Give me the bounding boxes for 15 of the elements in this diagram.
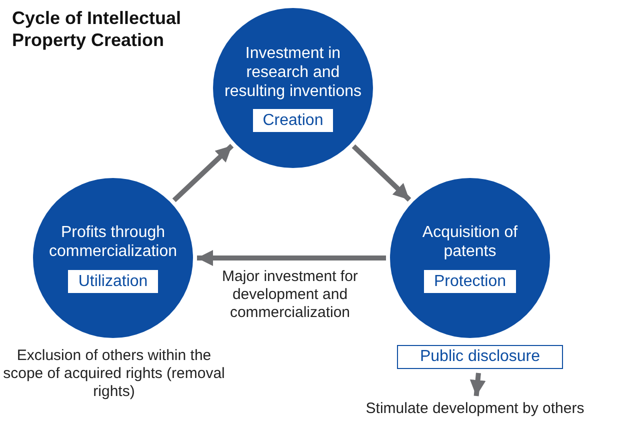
stage-label: Protection bbox=[424, 270, 516, 293]
stage-label: Utilization bbox=[68, 270, 158, 293]
arrow bbox=[172, 144, 234, 202]
circle-text: Investment in research and resulting inventions bbox=[224, 44, 362, 102]
disclosure-box: Public disclosure bbox=[397, 345, 563, 369]
edge-label: Major investment for development and commercialization bbox=[221, 268, 359, 322]
arrow bbox=[352, 144, 412, 202]
diagram-title: Cycle of Intellectual Property Creation bbox=[12, 8, 182, 52]
outcome-text: Stimulate development by others bbox=[325, 400, 625, 418]
arrow bbox=[470, 372, 486, 396]
note-text: Exclusion of others within the scope of acquired rights (removal rights) bbox=[2, 347, 226, 401]
circle-text: Profits through commercialization bbox=[48, 223, 178, 262]
arrow bbox=[197, 250, 386, 266]
stage-label: Creation bbox=[252, 109, 334, 132]
circle-text: Acquisition of patents bbox=[421, 223, 519, 262]
